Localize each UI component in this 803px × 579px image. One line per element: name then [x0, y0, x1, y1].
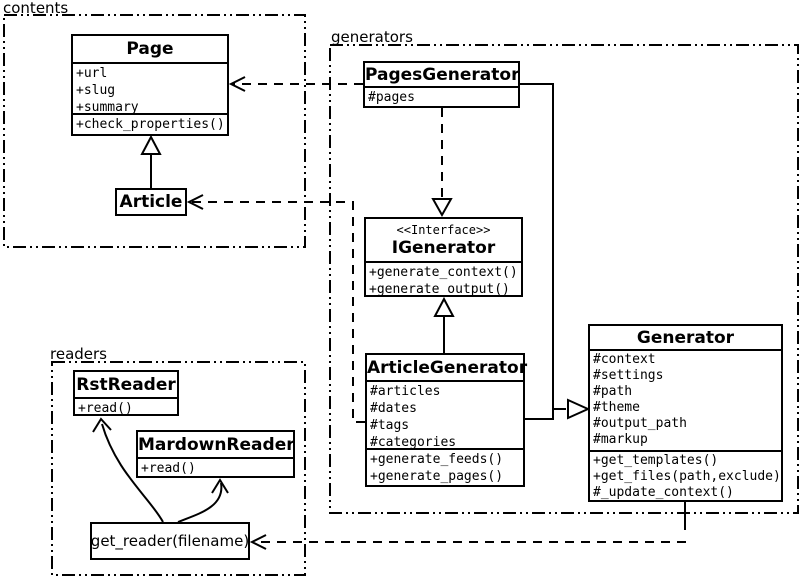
package-contents-border [3, 14, 306, 248]
attribute-row: #theme [593, 400, 640, 415]
arrow-articlegenerator-to-igenerator-generalization [433, 296, 455, 353]
method-row: +generate_output() [369, 282, 510, 295]
method-row: +get_files(path,exclude) [593, 469, 781, 484]
page-methods: +check_properties() [73, 113, 227, 134]
attribute-row: +url [76, 66, 108, 81]
arrow-getreader-to-rstreader [92, 417, 164, 523]
class-box-page: Page +url +slug +summary +check_properti… [71, 34, 229, 136]
articlegenerator-methods: +generate_feeds() +generate_pages() [367, 448, 523, 485]
attribute-row: #output_path [593, 416, 687, 431]
generator-attributes: #context #settings #path #theme #output_… [590, 349, 781, 450]
class-box-generator: Generator #context #settings #path #them… [588, 324, 783, 502]
attribute-row: +slug [76, 83, 116, 98]
arrow-article-to-page-generalization [140, 134, 162, 188]
class-box-igenerator: <<Interface>> IGenerator +generate_conte… [364, 217, 523, 297]
method-row: +read() [141, 461, 196, 476]
attribute-row: #settings [593, 368, 664, 383]
method-row: +check_properties() [76, 117, 225, 132]
method-row: +read() [78, 401, 133, 414]
articlegenerator-attributes: #articles #dates #tags #categories [367, 380, 523, 448]
rstreader-methods: +read() [75, 397, 177, 414]
class-box-rstreader: RstReader +read() [73, 370, 179, 416]
igenerator-methods: +generate_context() +generate_output() [366, 261, 521, 295]
class-box-pagesgenerator: PagesGenerator #pages [363, 61, 520, 108]
arrow-pagesgenerator-to-igenerator-realization [431, 108, 453, 218]
arrow-pagesgenerator-to-generator-generalization [520, 83, 566, 410]
arrow-articlegenerator-to-article-dependency [186, 194, 365, 423]
generator-methods: +get_templates() +get_files(path,exclude… [590, 450, 781, 500]
package-generators-border [329, 44, 799, 514]
attribute-row: #dates [370, 401, 417, 416]
page-attributes: +url +slug +summary [73, 62, 227, 113]
arrow-generator-to-getreader-dependency [249, 502, 686, 550]
package-label-readers: readers [50, 345, 107, 363]
method-row: #_update_context() [593, 485, 734, 500]
class-title: MardownReader [138, 434, 295, 455]
package-label-contents: contents [3, 0, 69, 17]
arrow-articlegenerator-to-generator-generalization [525, 398, 591, 420]
class-title: Page [126, 39, 174, 59]
class-title: Generator [636, 327, 735, 348]
class-box-article: Article [115, 188, 187, 216]
attribute-row: #context [593, 352, 656, 367]
mardownreader-methods: +read() [138, 457, 293, 476]
pagesgenerator-attributes: #pages [365, 86, 518, 106]
attribute-row: #pages [368, 90, 415, 105]
class-title: RstReader [76, 374, 176, 395]
class-name: IGenerator [391, 237, 496, 258]
method-row: +generate_pages() [370, 469, 504, 484]
attribute-row: +summary [76, 100, 139, 113]
attribute-row: #categories [370, 435, 457, 448]
arrow-getreader-to-mardownreader [177, 478, 229, 523]
attribute-row: #tags [370, 418, 410, 433]
class-title: <<Interface>> IGenerator [366, 219, 521, 261]
package-readers-border [51, 361, 306, 576]
class-title: PagesGenerator [365, 64, 520, 85]
arrow-pagesgenerator-to-page-dependency [228, 76, 363, 92]
class-stereotype: <<Interface>> [396, 222, 491, 237]
attribute-row: #articles [370, 384, 441, 399]
class-box-articlegenerator: ArticleGenerator #articles #dates #tags … [365, 353, 528, 487]
attribute-row: #markup [593, 432, 648, 447]
attribute-row: #path [593, 384, 633, 399]
class-box-mardownreader: MardownReader +read() [136, 430, 295, 478]
class-title: Article [119, 192, 183, 212]
method-row: +generate_context() [369, 265, 518, 280]
method-row: +get_templates() [593, 453, 719, 468]
class-title: ArticleGenerator [367, 357, 528, 378]
method-row: +generate_feeds() [370, 452, 504, 467]
package-label-generators: generators [331, 28, 413, 46]
function-box-get-reader: get_reader(filename) [90, 522, 250, 560]
